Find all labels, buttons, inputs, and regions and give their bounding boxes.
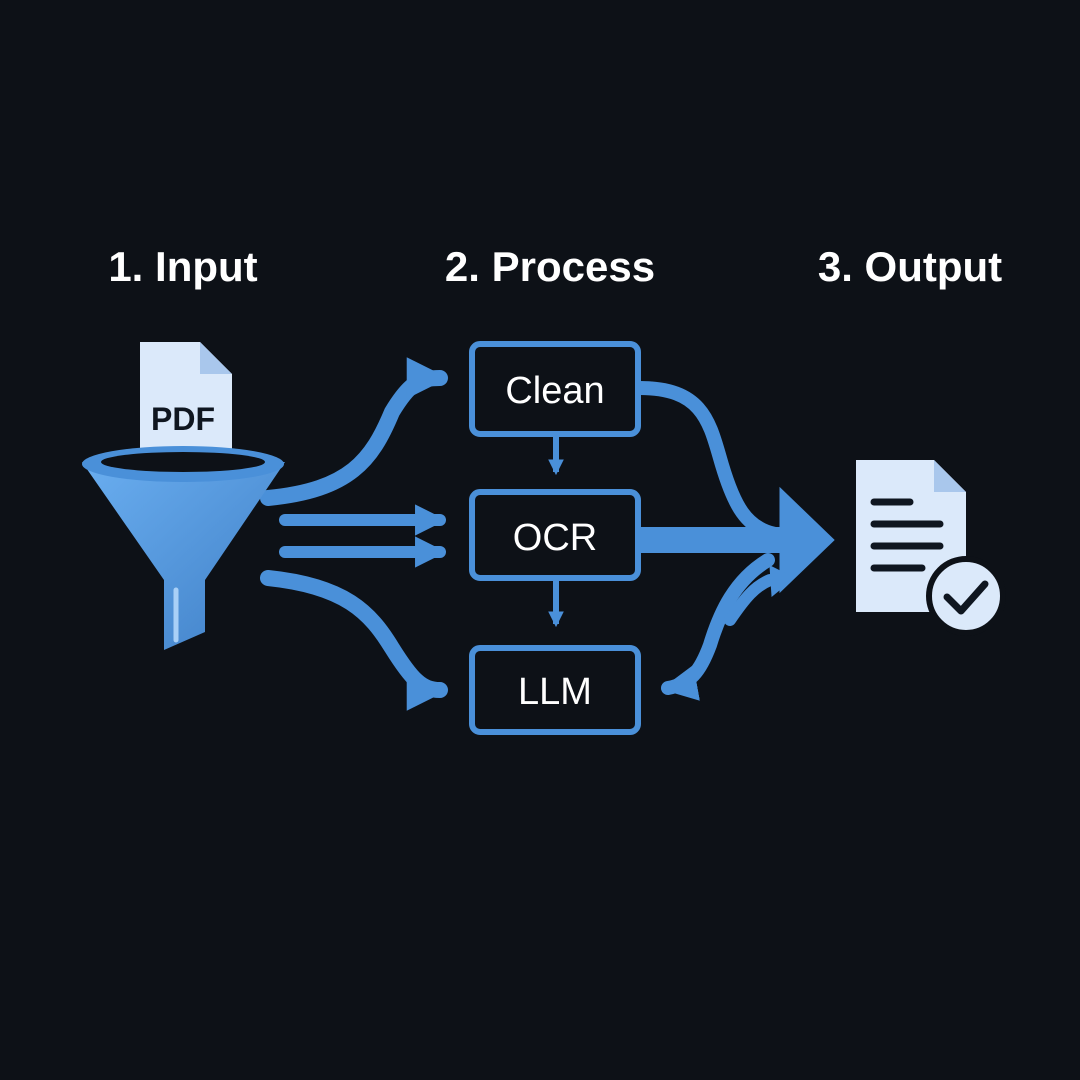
stage-title-input: 1. Input [108, 243, 257, 290]
checkmark-icon [926, 556, 1006, 636]
process-step-label: Clean [505, 370, 604, 412]
funnel-icon [82, 446, 285, 650]
stage-title-process: 2. Process [445, 243, 655, 290]
process-step-label: LLM [518, 671, 592, 713]
stage-title-output: 3. Output [818, 243, 1002, 290]
output-arrowhead [779, 486, 835, 594]
document-text-lines [870, 498, 944, 572]
process-step-label: OCR [513, 517, 597, 559]
arrow-output-to-llm [660, 553, 775, 701]
process-step-ocr: OCR [469, 489, 641, 581]
pdf-document-label: PDF [151, 401, 215, 437]
arrow-to-llm [260, 570, 449, 711]
input-arrows [260, 357, 449, 711]
pdf-document-icon: PDF [140, 342, 232, 462]
arrow-clean-to-output [633, 381, 782, 541]
output-arrows [627, 381, 835, 701]
arrow-to-clean [260, 357, 449, 506]
process-step-clean: Clean [469, 341, 641, 437]
arrow-upward-branch [724, 574, 776, 626]
upward-branch-arrowhead [769, 565, 795, 598]
process-step-llm: LLM [469, 645, 641, 735]
